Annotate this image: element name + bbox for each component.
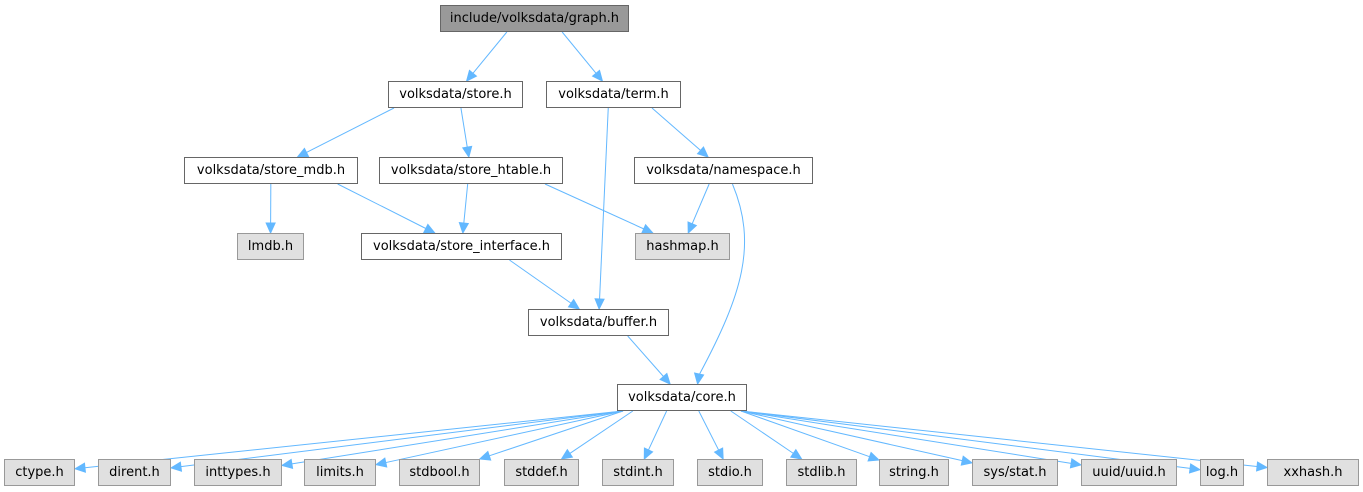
node-namespace-h[interactable]: volksdata/namespace.h: [634, 157, 813, 184]
edge-core-to-log: [740, 410, 1202, 474]
arrowhead: [594, 298, 605, 311]
edge-core-to-sys_stat: [740, 410, 974, 466]
edge-term-to-namespace: [651, 107, 709, 158]
arrowhead: [465, 69, 478, 82]
arrowhead: [867, 451, 881, 462]
node-store-mdb-h[interactable]: volksdata/store_mdb.h: [184, 157, 358, 184]
arrowhead: [280, 458, 294, 470]
arrowhead: [567, 298, 581, 310]
arrowhead: [1255, 461, 1269, 472]
arrowhead: [560, 448, 574, 460]
node-stdbool-h: stdbool.h: [399, 459, 480, 486]
arrowhead: [643, 447, 654, 461]
arrowhead: [478, 450, 492, 461]
edge-graph-to-store: [465, 31, 508, 82]
node-sys-stat-h: sys/stat.h: [972, 459, 1058, 486]
node-xxhash-h: xxhash.h: [1267, 459, 1359, 486]
edge-core-to-string: [740, 410, 881, 462]
edge-core-to-ctype: [73, 410, 624, 473]
edge-store-to-store_htable: [460, 107, 473, 159]
arrowhead: [73, 462, 86, 473]
node-buffer-h[interactable]: volksdata/buffer.h: [528, 309, 669, 336]
node-string-h: string.h: [879, 459, 949, 486]
arrowhead: [696, 146, 709, 158]
node-inttypes-h: inttypes.h: [194, 459, 282, 486]
arrowhead: [423, 223, 436, 234]
edge-core-to-uuid: [740, 410, 1083, 469]
node-ctype-h: ctype.h: [4, 459, 75, 486]
node-graph-h: include/volksdata/graph.h: [440, 5, 629, 32]
arrowhead: [789, 448, 803, 460]
arrowhead: [641, 223, 654, 234]
arrowhead: [265, 222, 276, 235]
arrowhead: [169, 461, 183, 472]
arrowhead: [687, 221, 698, 235]
node-uuid-h: uuid/uuid.h: [1081, 459, 1177, 486]
node-dirent-h: dirent.h: [98, 459, 171, 486]
arrowhead: [693, 372, 705, 386]
edge-namespace-to-core: [693, 183, 746, 386]
node-log-h: log.h: [1200, 459, 1244, 486]
arrowhead: [296, 147, 310, 158]
edge-graph-to-term: [561, 31, 604, 82]
edge-core-to-stdbool: [478, 410, 624, 461]
edge-store_interface-to-buffer: [509, 259, 581, 310]
arrowhead: [713, 447, 724, 461]
edge-store_htable-to-hashmap: [544, 183, 654, 234]
node-stddef-h: stddef.h: [504, 459, 579, 486]
edge-store_mdb-to-store_interface: [337, 183, 436, 234]
edge-core-to-stddef: [560, 410, 634, 460]
node-store-htable-h[interactable]: volksdata/store_htable.h: [379, 157, 563, 184]
edge-term-to-buffer: [594, 107, 609, 311]
node-stdlib-h: stdlib.h: [786, 459, 857, 486]
edge-namespace-to-hashmap: [687, 183, 710, 235]
edge-core-to-xxhash: [740, 410, 1269, 472]
edge-core-to-stdio: [698, 410, 724, 461]
edge-store-to-store_mdb: [296, 107, 395, 158]
node-term-h[interactable]: volksdata/term.h: [546, 81, 681, 108]
node-store-h[interactable]: volksdata/store.h: [388, 81, 523, 108]
edge-store_htable-to-store_interface: [458, 183, 470, 235]
arrowhead: [960, 455, 974, 466]
edge-core-to-stdlib: [730, 410, 803, 460]
edge-core-to-limits: [374, 410, 624, 468]
node-store-interface-h[interactable]: volksdata/store_interface.h: [361, 233, 562, 260]
node-stdint-h: stdint.h: [602, 459, 674, 486]
node-hashmap-h: hashmap.h: [635, 233, 730, 260]
arrowhead: [458, 222, 470, 235]
node-stdio-h: stdio.h: [697, 459, 763, 486]
edge-core-to-dirent: [169, 410, 624, 472]
edge-buffer-to-core: [627, 335, 671, 385]
arrowhead: [461, 145, 473, 159]
arrowhead: [374, 457, 388, 468]
node-limits-h: limits.h: [304, 459, 376, 486]
arrowhead: [659, 372, 671, 385]
node-core-h[interactable]: volksdata/core.h: [617, 384, 747, 411]
node-lmdb-h: lmdb.h: [237, 233, 304, 260]
edge-core-to-stdint: [643, 410, 668, 461]
arrowhead: [1188, 463, 1202, 474]
edge-store_mdb-to-lmdb: [265, 183, 276, 235]
arrowhead: [591, 69, 604, 82]
edge-core-to-inttypes: [280, 410, 624, 470]
arrowhead: [1069, 458, 1083, 469]
